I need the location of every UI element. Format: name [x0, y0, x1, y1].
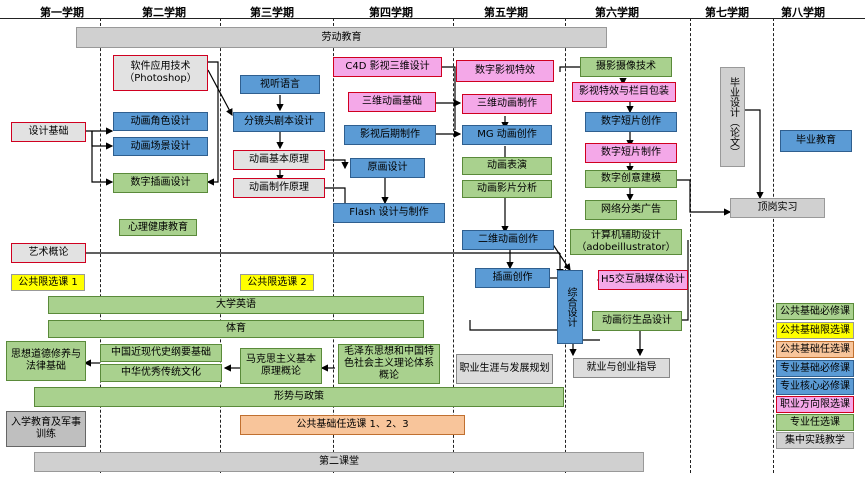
semester-3-header: 第三学期	[250, 6, 294, 19]
vfx-box: 数字影视特效	[456, 60, 554, 82]
legend-item: 公共基础必修课	[776, 303, 854, 320]
column-divider	[453, 18, 454, 473]
short-film-production-box: 数字短片制作	[585, 143, 677, 163]
morality-box: 思想道德修养与法律基础	[6, 341, 86, 381]
semester-6-header: 第六学期	[595, 6, 639, 19]
animation-principles-box: 动画基本原理	[233, 150, 325, 170]
software-box: 软件应用技术（Photoshop）	[113, 55, 208, 91]
post-production-box: 影视后期制作	[344, 125, 436, 145]
anim3d-basics-box: 三维动画基础	[348, 92, 436, 112]
legend-item: 职业方向限选课	[776, 396, 854, 413]
legend-item: 集中实践教学	[776, 432, 854, 449]
design-basics-box: 设计基础	[11, 122, 86, 142]
semester-1-header: 第一学期	[40, 6, 84, 19]
semester-2-header: 第二学期	[142, 6, 186, 19]
mental-health-box: 心理健康教育	[119, 219, 197, 236]
flash-box: Flash 设计与制作	[333, 203, 445, 223]
english-bar: 大学英语	[48, 296, 424, 314]
derivatives-box: 动画衍生品设计	[592, 311, 682, 331]
anim2d-box: 二维动画创作	[462, 230, 554, 250]
c4d-box: C4D 影视三维设计	[333, 57, 442, 77]
mao-box: 毛泽东思想和中国特色社会主义理论体系概论	[338, 344, 440, 384]
audiovisual-box: 视听语言	[240, 75, 320, 94]
column-divider	[565, 18, 566, 473]
marxism-box: 马克思主义基本原理概论	[240, 348, 322, 384]
cad-box: 计算机辅助设计（adobeillustrator）	[570, 229, 682, 255]
semester-5-header: 第五学期	[484, 6, 528, 19]
legend-item: 专业基础必修课	[776, 360, 854, 377]
digital-creative-box: 数字创意建模	[585, 170, 677, 188]
second-classroom-bar: 第二课堂	[34, 452, 644, 472]
h5-box: H5交互融媒体设计	[598, 270, 688, 290]
graduation-education-box: 毕业教育	[780, 130, 852, 152]
entrance-box: 入学教育及军事训练	[6, 411, 86, 447]
header-rule	[0, 18, 865, 19]
labor-bar: 劳动教育	[76, 27, 607, 48]
column-divider	[773, 18, 774, 473]
packaging-box: 影视特效与栏目包装	[572, 82, 676, 102]
art-intro-box: 艺术概论	[11, 243, 86, 263]
category-ads-box: 网络分类广告	[585, 200, 677, 220]
legend-item: 专业核心必修课	[776, 378, 854, 395]
film-analysis-box: 动画影片分析	[462, 180, 552, 198]
policy-bar: 形势与政策	[34, 387, 564, 407]
production-principles-box: 动画制作原理	[233, 178, 325, 198]
thesis-box: 毕业设计（论文）	[720, 67, 745, 167]
internship-box: 顶岗实习	[730, 198, 825, 218]
legend-item: 公共基础限选课	[776, 322, 854, 339]
career-box: 职业生涯与发展规划	[456, 354, 553, 384]
column-divider	[100, 18, 101, 473]
character-design-box: 动画角色设计	[113, 112, 208, 131]
public-limited-2-box: 公共限选课 2	[240, 274, 314, 291]
public-electives-bar: 公共基础任选课 1、2、3	[240, 415, 465, 435]
traditional-culture-box: 中华优秀传统文化	[100, 364, 222, 382]
storyboard-box: 分镜头剧本设计	[233, 112, 325, 132]
short-film-creation-box: 数字短片创作	[585, 112, 677, 132]
anim3d-production-box: 三维动画制作	[462, 94, 552, 114]
legend-item: 专业任选课	[776, 414, 854, 431]
column-divider	[220, 18, 221, 473]
legend-item: 公共基础任选课	[776, 341, 854, 358]
original-design-box: 原画设计	[350, 158, 425, 178]
performance-box: 动画表演	[462, 157, 552, 175]
digital-illustration-box: 数字插画设计	[113, 173, 208, 193]
photography-box: 摄影摄像技术	[580, 57, 672, 77]
modern-history-box: 中国近现代史纲要基础	[100, 344, 222, 362]
column-divider	[333, 18, 334, 473]
semester-8-header: 第八学期	[781, 6, 825, 19]
mg-animation-box: MG 动画创作	[462, 125, 552, 145]
scene-design-box: 动画场景设计	[113, 137, 208, 156]
semester-7-header: 第七学期	[705, 6, 749, 19]
illustration-box: 插画创作	[475, 268, 550, 288]
public-limited-1-box: 公共限选课 1	[11, 274, 85, 291]
pe-bar: 体育	[48, 320, 424, 338]
semester-4-header: 第四学期	[369, 6, 413, 19]
employment-box: 就业与创业指导	[573, 358, 670, 378]
column-divider	[690, 18, 691, 473]
comprehensive-box: 综合设计	[557, 270, 583, 344]
